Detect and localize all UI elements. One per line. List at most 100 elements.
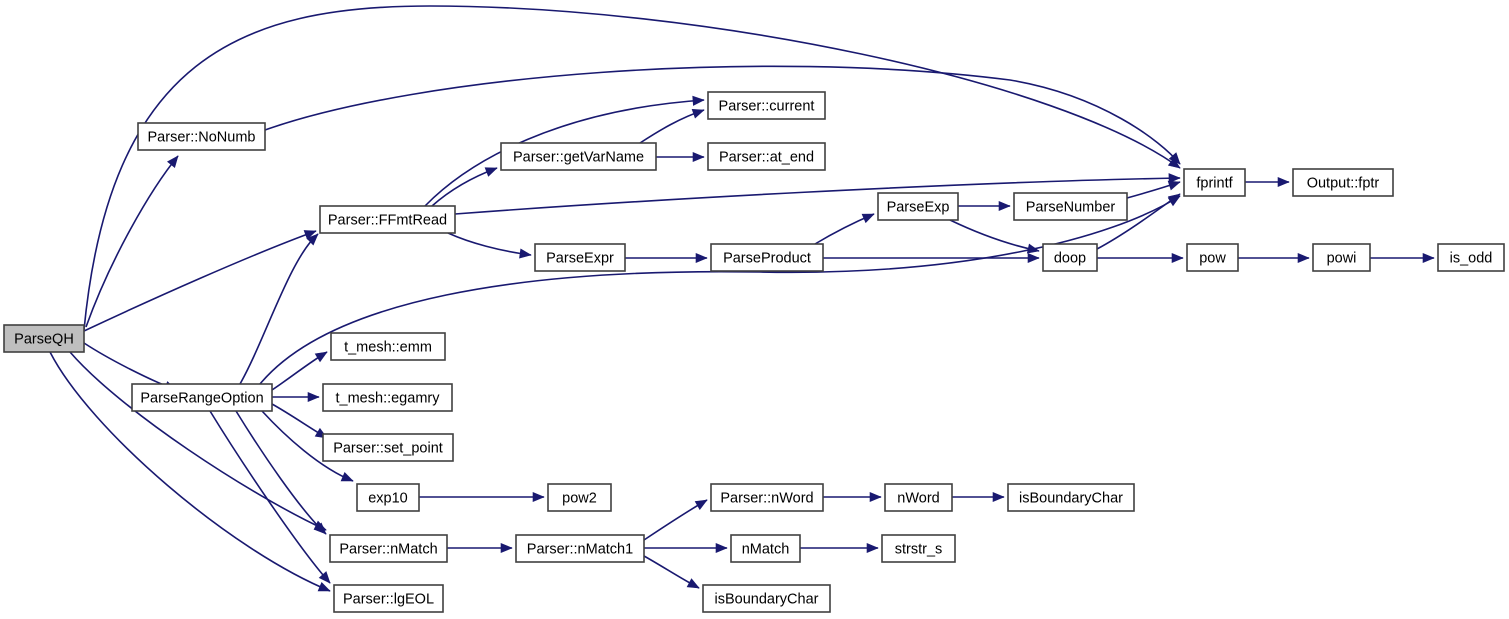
node-box[interactable] <box>707 91 826 120</box>
node-box[interactable] <box>329 534 448 563</box>
graph-node-tmeshEmm[interactable]: t_mesh::emm <box>330 332 446 361</box>
edge-arrowhead <box>317 581 331 592</box>
node-box[interactable] <box>877 192 959 221</box>
node-box[interactable] <box>710 243 824 272</box>
node-box[interactable] <box>1437 243 1505 272</box>
graph-node-ParseQH[interactable]: ParseQH <box>3 324 85 353</box>
node-box[interactable] <box>322 433 454 462</box>
graph-node-pow[interactable]: pow <box>1186 243 1239 272</box>
edge-line <box>83 5 1181 331</box>
edge-arrowhead <box>1422 252 1435 264</box>
call-edge <box>209 410 331 584</box>
graph-node-pow2[interactable]: pow2 <box>547 483 612 512</box>
graph-node-ParserAtEnd[interactable]: Parser::at_end <box>707 142 826 171</box>
node-box[interactable] <box>710 483 824 512</box>
graph-node-ParserFFmtRead[interactable]: Parser::FFmtRead <box>319 205 456 234</box>
edge-line <box>424 99 705 207</box>
node-box[interactable] <box>1007 483 1135 512</box>
edge-line <box>259 195 1181 385</box>
graph-node-isBoundaryCharTop[interactable]: isBoundaryChar <box>1007 483 1135 512</box>
node-label: ParseRangeOption <box>140 390 263 406</box>
graph-node-is_odd[interactable]: is_odd <box>1437 243 1505 272</box>
graph-node-ParseRangeOption[interactable]: ParseRangeOption <box>131 383 273 412</box>
graph-node-ParserNWord[interactable]: Parser::nWord <box>710 483 824 512</box>
call-edge <box>1238 252 1310 264</box>
call-edge <box>259 195 1181 385</box>
edge-arrowhead <box>1171 252 1184 264</box>
node-label: isBoundaryChar <box>1019 490 1123 506</box>
graph-node-doop[interactable]: doop <box>1042 243 1098 272</box>
node-label: Parser::at_end <box>719 149 814 165</box>
node-box[interactable] <box>547 483 612 512</box>
call-edge <box>644 542 728 554</box>
edge-arrowhead <box>303 230 317 240</box>
node-box[interactable] <box>884 483 953 512</box>
node-box[interactable] <box>1186 243 1239 272</box>
node-box[interactable] <box>515 534 645 563</box>
graph-node-fprintf[interactable]: fprintf <box>1183 168 1246 197</box>
call-edge <box>271 351 328 391</box>
call-edge <box>639 108 705 144</box>
edge-arrowhead <box>313 520 327 531</box>
graph-node-ParserLgEOL[interactable]: Parser::lgEOL <box>333 584 444 613</box>
edge-arrowhead <box>1027 252 1040 264</box>
node-label: pow <box>1199 250 1226 266</box>
graph-node-ParserNMatch[interactable]: Parser::nMatch <box>329 534 448 563</box>
call-edge <box>800 542 879 554</box>
node-label: ParseQH <box>14 331 74 347</box>
node-box[interactable] <box>333 584 444 613</box>
graph-node-OutputFptr[interactable]: Output::fptr <box>1292 168 1394 197</box>
node-box[interactable] <box>881 534 956 563</box>
call-edge <box>823 252 1040 264</box>
node-label: Parser::lgEOL <box>343 591 434 607</box>
graph-node-nWord[interactable]: nWord <box>884 483 953 512</box>
graph-node-ParserNMatch1[interactable]: Parser::nMatch1 <box>515 534 645 563</box>
call-edge <box>643 555 700 589</box>
graph-node-exp10[interactable]: exp10 <box>356 483 420 512</box>
call-edge <box>958 200 1011 212</box>
graph-node-ParseNumber[interactable]: ParseNumber <box>1013 192 1128 221</box>
node-box[interactable] <box>500 142 657 171</box>
call-edge <box>447 232 532 259</box>
graph-node-ParseExp[interactable]: ParseExp <box>877 192 959 221</box>
edge-arrowhead <box>166 155 179 168</box>
edge-arrowhead <box>861 213 875 224</box>
graph-node-ParseExpr[interactable]: ParseExpr <box>534 243 626 272</box>
node-box[interactable] <box>137 122 266 151</box>
node-box[interactable] <box>1292 168 1394 197</box>
graph-node-ParserSetPoint[interactable]: Parser::set_point <box>322 433 454 462</box>
node-box[interactable] <box>1013 192 1128 221</box>
node-box[interactable] <box>1042 243 1098 272</box>
edge-arrowhead <box>318 571 331 584</box>
node-box[interactable] <box>319 205 456 234</box>
edge-arrowhead <box>314 351 328 363</box>
call-edge <box>419 491 545 503</box>
node-box[interactable] <box>702 584 831 613</box>
graph-node-ParserGetVarName[interactable]: Parser::getVarName <box>500 142 657 171</box>
edge-arrowhead <box>1168 173 1181 184</box>
node-box[interactable] <box>330 332 446 361</box>
node-box[interactable] <box>730 534 801 563</box>
edge-line <box>209 410 331 584</box>
node-box[interactable] <box>322 383 453 412</box>
graph-node-nMatch[interactable]: nMatch <box>730 534 801 563</box>
node-box[interactable] <box>3 324 85 353</box>
graph-node-ParseProduct[interactable]: ParseProduct <box>710 243 824 272</box>
node-label: Parser::nMatch1 <box>527 541 633 557</box>
node-label: Parser::NoNumb <box>148 129 256 145</box>
edge-arrowhead <box>1277 176 1290 188</box>
node-box[interactable] <box>1183 168 1246 197</box>
graph-node-isBoundaryCharBot[interactable]: isBoundaryChar <box>702 584 831 613</box>
node-label: Parser::set_point <box>333 440 443 456</box>
node-label: Output::fptr <box>1307 175 1380 191</box>
graph-node-tmeshEgamry[interactable]: t_mesh::egamry <box>322 383 453 412</box>
graph-node-strstr_s[interactable]: strstr_s <box>881 534 956 563</box>
node-box[interactable] <box>707 142 826 171</box>
graph-node-ParserNoNumb[interactable]: Parser::NoNumb <box>137 122 266 151</box>
graph-node-ParserCurrent[interactable]: Parser::current <box>707 91 826 120</box>
node-box[interactable] <box>1312 243 1371 272</box>
node-box[interactable] <box>131 383 273 412</box>
node-box[interactable] <box>356 483 420 512</box>
node-box[interactable] <box>534 243 626 272</box>
graph-node-powi[interactable]: powi <box>1312 243 1371 272</box>
